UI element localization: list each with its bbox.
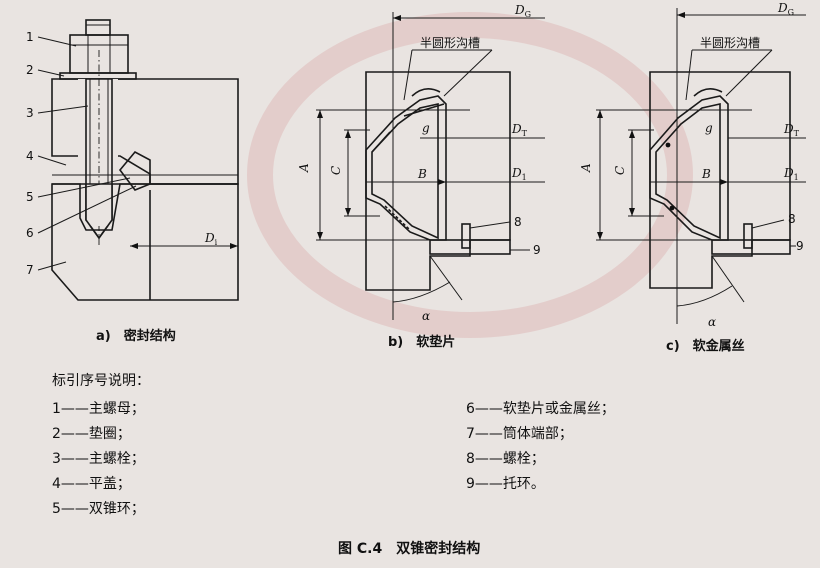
legend-item-4: 4——平盖； <box>52 476 131 492</box>
fig-b-dim-g: g <box>422 121 430 135</box>
fig-c-dim-dt: DT <box>783 122 800 138</box>
fig-b-drawing <box>316 12 545 320</box>
legend-title: 标引序号说明： <box>52 373 150 389</box>
callout-4: 4 <box>26 149 34 163</box>
callout-7: 7 <box>26 263 34 277</box>
fig-c-dim-g: g <box>705 121 713 135</box>
figure-caption: 图 C.4 双锥密封结构 <box>338 541 481 557</box>
fig-c-groove-label: 半圆形沟槽 <box>700 36 760 50</box>
fig-c-bolt <box>743 223 753 249</box>
fig-b-dim-alpha: α <box>422 309 430 323</box>
double-cone-ring <box>118 150 151 191</box>
fig-b-caption: b) 软垫片 <box>388 334 455 350</box>
legend-item-1: 1——主螺母； <box>52 401 145 417</box>
fig-a-drawing <box>37 19 239 301</box>
fig-c-dim-dg: DG <box>777 1 794 17</box>
fig-c-dim-c: C <box>613 166 627 175</box>
fig-b-callout-9: 9 <box>533 243 541 257</box>
fig-b-cone-ring <box>371 103 439 240</box>
fig-c-dim-b: B <box>701 167 711 181</box>
legend-item-5: 5——双锥环； <box>52 501 145 517</box>
fig-b-bolt <box>461 223 471 249</box>
fig-b-body <box>365 71 511 291</box>
fig-c-body <box>649 71 791 289</box>
legend-item-7: 7——筒体端部； <box>466 426 573 442</box>
fig-c-dim-alpha: α <box>708 315 716 329</box>
fig-c-support-ring <box>711 239 791 255</box>
fig-b-groove-label: 半圆形沟槽 <box>420 36 480 50</box>
fig-c-callout-9: 9 <box>796 239 804 253</box>
fig-c-callout-8: 8 <box>788 212 796 226</box>
washer <box>59 72 137 80</box>
fig-c-drawing <box>596 8 806 324</box>
fig-b-dim-dt: DT <box>511 122 528 138</box>
legend-item-6: 6——软垫片或金属丝； <box>466 401 615 417</box>
fig-a-caption: a) 密封结构 <box>96 328 176 344</box>
legend-item-3: 3——主螺栓； <box>52 451 145 467</box>
callout-2: 2 <box>26 63 34 77</box>
fig-c-dim-a: A <box>579 163 593 173</box>
callout-1: 1 <box>26 30 34 44</box>
fig-b-callout-8: 8 <box>514 215 522 229</box>
callout-5: 5 <box>26 190 34 204</box>
fig-c-caption: c) 软金属丝 <box>666 338 745 354</box>
fig-b-dim-d1: D1 <box>511 166 527 182</box>
fig-b-dim-c: C <box>329 166 343 175</box>
fig-b-dim-b: B <box>417 167 427 181</box>
fig-b-dim-dg: DG <box>514 3 531 19</box>
callout-3: 3 <box>26 106 34 120</box>
fig-c-cone-ring <box>655 103 721 240</box>
legend-item-9: 9——托环。 <box>466 476 545 492</box>
fig-b-dim-a: A <box>297 163 311 173</box>
watermark <box>247 12 693 338</box>
dim-di: Di <box>204 231 218 247</box>
legend-item-8: 8——螺栓； <box>466 451 545 467</box>
callout-6: 6 <box>26 226 34 240</box>
legend-item-2: 2——垫圈； <box>52 426 131 442</box>
fig-c-dim-d1: D1 <box>783 166 799 182</box>
